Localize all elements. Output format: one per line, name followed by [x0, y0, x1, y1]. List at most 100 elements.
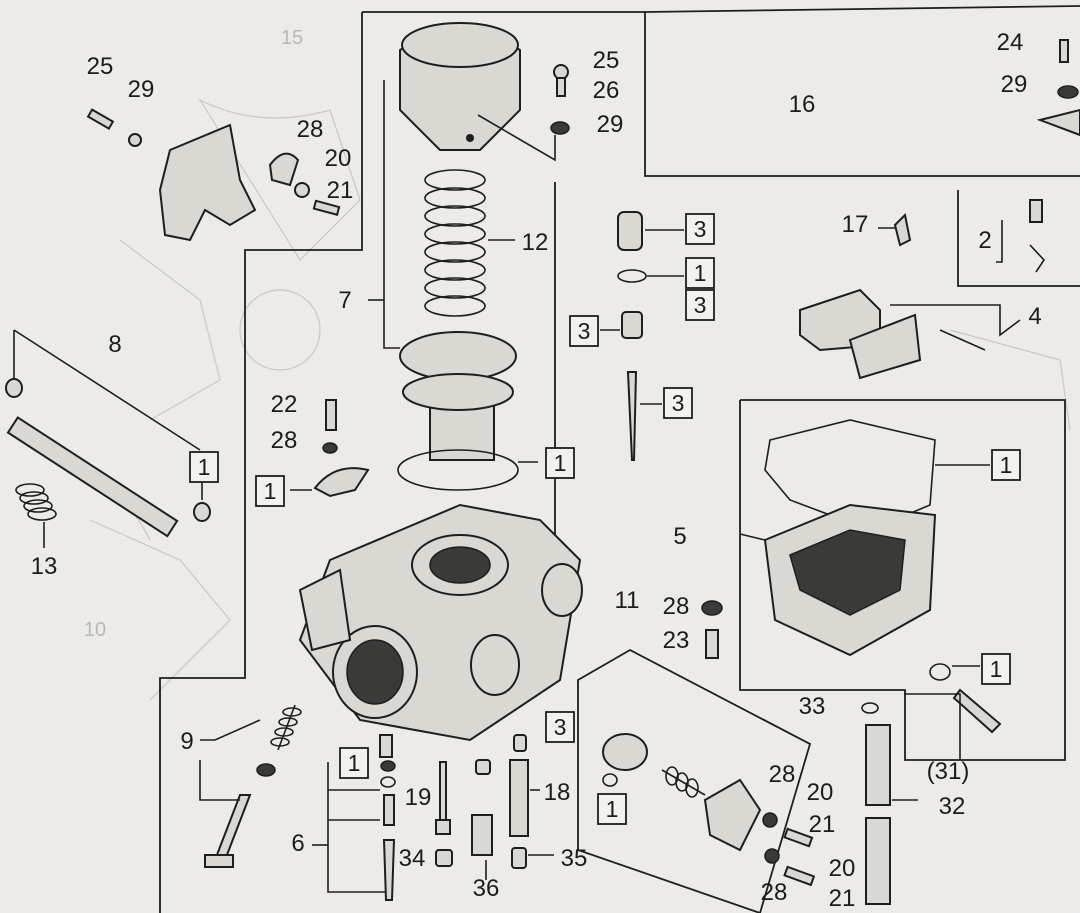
callout-c-36: 36	[473, 875, 500, 902]
screw-22-and-lever	[290, 399, 370, 498]
float-and-valve-parts	[799, 199, 1046, 380]
ref-box-frame	[685, 257, 715, 289]
callout-c-34: 34	[399, 845, 426, 872]
ref-box-frame	[189, 451, 219, 483]
callout-c-29b: 29	[597, 111, 624, 138]
ghost-label-g-10: 10	[84, 619, 106, 641]
callout-c-25a: 25	[87, 53, 114, 80]
bracket-parts	[86, 108, 341, 242]
bottom-jets	[312, 734, 554, 901]
ref-box-frame	[663, 387, 693, 419]
ref-box-frame	[339, 747, 369, 779]
callout-c-7: 7	[338, 287, 351, 314]
ref-box-b-1a: 1	[685, 257, 715, 289]
callout-c-6: 6	[291, 830, 304, 857]
callout-c-28a: 28	[297, 116, 324, 143]
ref-box-number: 3	[554, 714, 567, 740]
callout-c-28c: 28	[663, 593, 690, 620]
ref-box-b-1e: 1	[991, 449, 1021, 481]
ref-box-b-3e: 3	[545, 711, 575, 743]
callout-c-12: 12	[522, 229, 549, 256]
callout-c-21c: 21	[829, 885, 856, 912]
callout-c-5: 5	[673, 523, 686, 550]
float-bowl-assembly	[739, 419, 1002, 734]
callout-c-20c: 20	[829, 855, 856, 882]
callout-c-16: 16	[789, 91, 816, 118]
part-11-cover-assembly	[602, 733, 816, 887]
callout-c-4: 4	[1028, 303, 1041, 330]
ref-box-number: 3	[578, 318, 591, 344]
ref-box-frame	[991, 449, 1021, 481]
part-8-pipe	[5, 329, 211, 538]
carburetor-body	[298, 503, 583, 758]
ref-box-number: 1	[554, 450, 567, 476]
ref-box-b-1d: 1	[255, 475, 285, 507]
ref-box-b-1c: 1	[545, 447, 575, 479]
ref-box-number: 1	[348, 750, 361, 776]
ref-box-b-1b: 1	[189, 451, 219, 483]
callout-c-11: 11	[615, 587, 640, 614]
ref-box-number: 1	[606, 796, 619, 822]
callout-c-2: 2	[978, 227, 991, 254]
ref-box-b-1g: 1	[339, 747, 369, 779]
ref-box-frame	[685, 213, 715, 245]
part-13-spring	[15, 483, 57, 548]
ref-box-b-3a: 3	[685, 213, 715, 245]
part-32-tube	[861, 693, 961, 905]
ref-box-number: 1	[198, 454, 211, 480]
ref-box-b-3b: 3	[685, 289, 715, 321]
callout-c-28e: 28	[761, 879, 788, 906]
ref-box-number: 1	[1000, 452, 1013, 478]
ref-box-frame	[569, 315, 599, 347]
callout-c-21a: 21	[327, 177, 354, 204]
callout-c-13: 13	[31, 553, 58, 580]
jet-parts-center	[600, 211, 684, 461]
ref-box-b-3d: 3	[663, 387, 693, 419]
callout-c-9: 9	[180, 728, 193, 755]
ref-box-number: 3	[672, 390, 685, 416]
ref-box-frame	[545, 447, 575, 479]
callout-c-21b: 21	[809, 811, 836, 838]
ref-box-frame	[981, 653, 1011, 685]
ref-box-number: 1	[264, 478, 277, 504]
top-fasteners	[550, 39, 1080, 137]
callout-c-28d: 28	[769, 761, 796, 788]
part-9-adjuster	[199, 704, 302, 868]
callout-c-35: 35	[561, 845, 588, 872]
ref-box-number: 1	[990, 656, 1003, 682]
ref-box-frame	[685, 289, 715, 321]
ref-box-number: 1	[694, 260, 707, 286]
ref-box-number: 3	[694, 292, 707, 318]
callout-c-32: 32	[939, 793, 966, 820]
callout-c-17: 17	[842, 211, 869, 238]
callout-c-19: 19	[405, 784, 432, 811]
ref-box-frame	[597, 793, 627, 825]
callout-c-29c: 29	[1001, 71, 1028, 98]
callout-c-20b: 20	[807, 779, 834, 806]
assembly-frames	[159, 5, 1080, 913]
ref-box-frame	[545, 711, 575, 743]
ref-box-number: 3	[694, 216, 707, 242]
screw-23	[701, 600, 723, 659]
ghost-label-g-15: 15	[281, 27, 303, 49]
ref-box-frame	[255, 475, 285, 507]
callout-c-8: 8	[108, 331, 121, 358]
vacuum-piston-assembly	[368, 22, 556, 491]
callout-c-25b: 25	[593, 47, 620, 74]
callout-c-24: 24	[997, 29, 1024, 56]
callout-c-22: 22	[271, 391, 298, 418]
callout-c-26: 26	[593, 77, 620, 104]
ref-box-b-1h: 1	[597, 793, 627, 825]
callout-c-23: 23	[663, 627, 690, 654]
ref-box-b-1f: 1	[981, 653, 1011, 685]
callout-c-18: 18	[544, 779, 571, 806]
ref-box-b-3c: 3	[569, 315, 599, 347]
callout-c-28b: 28	[271, 427, 298, 454]
part-12-coil	[424, 169, 486, 317]
callout-c-31: (31)	[927, 758, 970, 785]
